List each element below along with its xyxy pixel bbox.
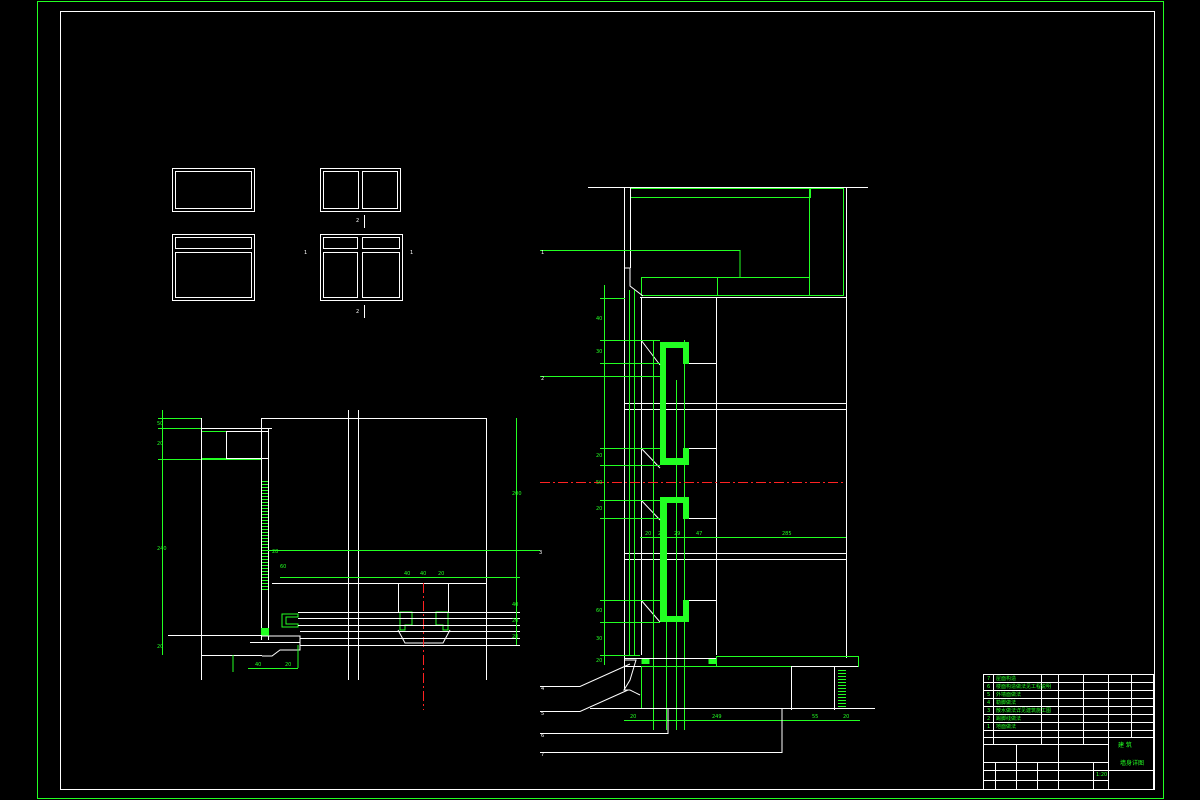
leader-number: 7	[541, 752, 544, 758]
dim-label: 20	[438, 571, 444, 577]
row-number: 7	[987, 676, 990, 682]
row-number: 4	[987, 700, 990, 706]
dim-label: 20	[843, 714, 849, 720]
window-elevations: 2 2 1 1	[172, 168, 413, 318]
leader-number: 3	[539, 550, 542, 556]
section-label: 1	[304, 250, 307, 256]
dim-label: 20	[157, 441, 163, 447]
dim-label: 40	[596, 316, 602, 322]
leader-number: 5	[541, 711, 544, 717]
drawing-subtitle: 墙身详图	[1120, 759, 1144, 767]
row-text: 楼面构造做法见工程说明	[996, 683, 1051, 690]
row-text: 外墙面做法	[996, 691, 1021, 698]
dim-label: 40	[420, 571, 426, 577]
drawing-title: 建 筑	[1118, 741, 1132, 749]
leader-number: 2	[541, 376, 544, 382]
dim-label: 30	[596, 349, 602, 355]
row-text: 踢脚线做法	[996, 715, 1021, 722]
dim-label: 40	[404, 571, 410, 577]
section-label: 2	[356, 218, 359, 224]
row-text: 地面做法	[996, 723, 1016, 730]
dim-label: 50	[157, 421, 163, 427]
outer-border	[37, 1, 1164, 799]
section-label: 1	[410, 250, 413, 256]
dim-label: 60	[596, 608, 602, 614]
wall-section-detail-left	[158, 410, 540, 710]
dim-label: 29	[674, 531, 680, 537]
row-number: 6	[987, 684, 990, 690]
dim-label: 50	[596, 480, 602, 486]
scale-value: 1:20	[1096, 772, 1107, 778]
row-text: 勒脚做法	[996, 699, 1016, 706]
row-number: 2	[987, 716, 990, 722]
dim-label: 20	[630, 714, 636, 720]
dim-label: 28	[512, 634, 518, 640]
annotation-labels: 1 2 4 5 6 7 3 40 30 20 50 20 60 30 20 20…	[157, 250, 849, 758]
dim-label: 28	[272, 549, 278, 555]
dim-label: 240	[157, 546, 167, 552]
dim-label: 40	[512, 602, 518, 608]
dim-label: 20	[596, 506, 602, 512]
row-number: 1	[987, 724, 990, 730]
dim-label: 29	[658, 531, 664, 537]
title-block: 7 6 5 4 3 2 1 屋面构造 楼面构造做法见工程说明 外墙面做法 勒脚做…	[983, 674, 1154, 790]
row-number: 3	[987, 708, 990, 714]
dim-label: 60	[280, 564, 286, 570]
dim-label: 20	[596, 658, 602, 664]
dim-label: 55	[812, 714, 818, 720]
row-number: 5	[987, 692, 990, 698]
dim-label: 47	[696, 531, 702, 537]
dim-label: 20	[285, 662, 291, 668]
section-label: 2	[356, 309, 359, 315]
dim-label: 20	[645, 531, 651, 537]
dim-label: 249	[712, 714, 722, 720]
dim-label: 20	[512, 618, 518, 624]
inner-border	[60, 11, 1155, 790]
dim-label: 20	[157, 644, 163, 650]
row-text: 散水做法详见建筑施工图	[996, 707, 1051, 714]
dim-label: 30	[596, 636, 602, 642]
row-text: 屋面构造	[996, 675, 1016, 682]
dim-label: 200	[512, 491, 522, 497]
dim-label: 40	[255, 662, 261, 668]
dim-label: 20	[596, 453, 602, 459]
leader-number: 6	[541, 733, 544, 739]
dim-label: 285	[782, 531, 792, 537]
wall-section-detail-right	[540, 187, 875, 753]
leader-number: 4	[541, 686, 544, 692]
leader-number: 1	[541, 250, 544, 256]
